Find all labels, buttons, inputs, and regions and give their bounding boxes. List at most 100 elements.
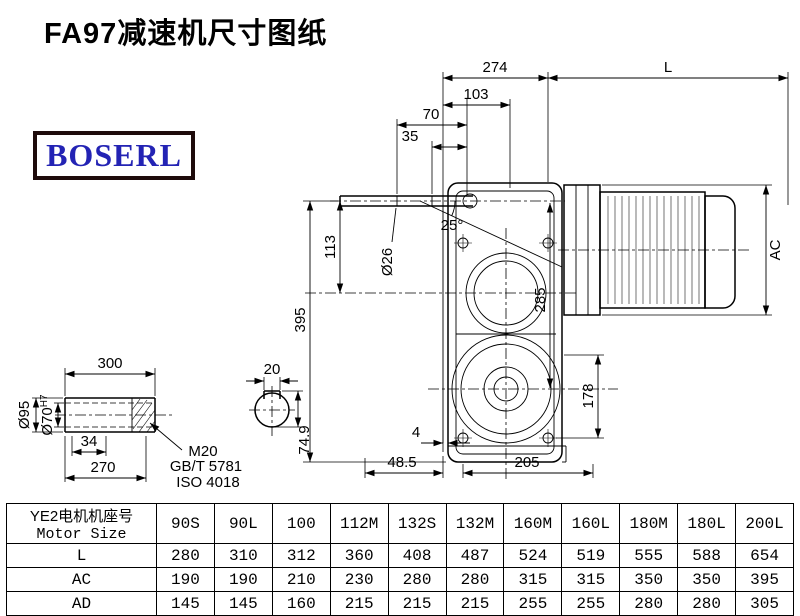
motor-size-header-en: Motor Size — [36, 525, 127, 543]
dim-AC: AC — [762, 185, 784, 315]
brand-logo: BOSERL — [33, 131, 195, 180]
dim-113-label: 113 — [322, 235, 339, 259]
motor — [563, 184, 736, 316]
dim-cell: 487 — [445, 543, 505, 568]
dim-35-label: 35 — [402, 128, 419, 145]
size-col-header: 160M — [503, 503, 563, 544]
dim-35: 35 — [402, 128, 467, 151]
bolt-hole — [539, 429, 557, 447]
dim-L: L — [548, 59, 788, 82]
dim-74-9: 74.9 — [274, 390, 313, 455]
dim-cell: 215 — [329, 591, 389, 616]
dim-L-label: L — [664, 59, 672, 76]
dimension-drawing: 274 L 103 70 35 113 395 285 — [16, 59, 789, 491]
motor-size-header: YE2电机机座号 Motor Size — [6, 503, 157, 544]
dim-4-label: 4 — [412, 424, 420, 441]
dim-AC-label: AC — [767, 239, 784, 260]
dim-300: 300 — [64, 355, 156, 396]
dim-cell: 255 — [503, 591, 563, 616]
dim-cell: 555 — [619, 543, 679, 568]
dim-48-5-label: 48.5 — [387, 454, 416, 471]
size-col-header: 160L — [561, 503, 621, 544]
extension-lines — [303, 72, 789, 478]
size-col-header: 112M — [329, 503, 389, 544]
dim-cell: 305 — [735, 591, 794, 616]
thread-callout-gbt: GB/T 5781 — [170, 458, 242, 475]
dim-cell: 255 — [561, 591, 621, 616]
dim-270-label: 270 — [90, 459, 115, 476]
table-row-AD: AD 145 145 160 215 215 215 255 255 280 2… — [6, 591, 794, 616]
thread-callout: M20 GB/T 5781 ISO 4018 — [149, 422, 242, 491]
size-col-header: 132M — [445, 503, 505, 544]
size-col-header: 180M — [619, 503, 679, 544]
hollow-shaft-detail: 300 34 270 Ø95 — [16, 355, 242, 491]
dim-o70h7: Ø70H7 — [39, 394, 64, 436]
bolt-hole — [454, 429, 472, 447]
dim-70: 70 — [397, 106, 467, 129]
dim-34-label: 34 — [81, 433, 98, 450]
dim-cell: 215 — [445, 591, 505, 616]
dim-cell: 312 — [271, 543, 331, 568]
row-label-AD: AD — [6, 591, 157, 616]
dim-395-label: 395 — [292, 307, 309, 332]
dimension-table: YE2电机机座号 Motor Size 90S 90L 100 112M 132… — [6, 503, 794, 616]
dim-48-5: 48.5 — [365, 454, 443, 477]
bolt-hole — [454, 234, 472, 252]
dim-cell: 360 — [329, 543, 389, 568]
dim-cell: 315 — [503, 567, 563, 592]
dim-395: 395 — [292, 201, 314, 462]
dim-cell: 190 — [213, 567, 273, 592]
table-row-AC: AC 190 190 210 230 280 280 315 315 350 3… — [6, 567, 794, 592]
fan-cowl — [704, 195, 736, 309]
dim-cell: 395 — [735, 567, 794, 592]
dim-shaft-diameter: Ø26 — [379, 207, 397, 276]
dim-cell: 280 — [619, 591, 679, 616]
brand-logo-text: BOSERL — [46, 137, 182, 173]
bore-section-detail: 20 74.9 — [246, 361, 313, 455]
dim-cell: 408 — [387, 543, 447, 568]
dim-113: 113 — [322, 201, 344, 293]
dim-cell: 190 — [156, 567, 215, 592]
dim-300-label: 300 — [97, 355, 122, 372]
dim-285-label: 285 — [532, 287, 549, 312]
dim-274: 274 — [443, 59, 548, 82]
dim-178-label: 178 — [580, 383, 597, 408]
dim-cell: 145 — [156, 591, 215, 616]
dim-cell: 280 — [387, 567, 447, 592]
dim-103-label: 103 — [463, 86, 488, 103]
size-col-header: 180L — [677, 503, 737, 544]
dim-270: 270 — [64, 436, 147, 482]
centerlines — [305, 200, 750, 480]
dim-cell: 230 — [329, 567, 389, 592]
dim-cell: 519 — [561, 543, 621, 568]
dim-4: 4 — [412, 424, 470, 447]
dim-o95: Ø95 — [16, 397, 63, 433]
dim-cell: 210 — [271, 567, 331, 592]
dim-285: 285 — [532, 203, 554, 388]
dim-cell: 280 — [445, 567, 505, 592]
size-col-header: 90L — [213, 503, 273, 544]
table-row-L: L 280 310 312 360 408 487 524 519 555 58… — [6, 543, 794, 568]
page-title: FA97减速机尺寸图纸 — [44, 18, 328, 50]
dim-103: 103 — [443, 86, 510, 109]
dim-cell: 315 — [561, 567, 621, 592]
motor-fins — [607, 196, 700, 304]
dim-cell: 160 — [271, 591, 331, 616]
dim-20: 20 — [246, 361, 298, 390]
size-col-header: 90S — [156, 503, 215, 544]
dim-cell: 145 — [213, 591, 273, 616]
thread-callout-m20: M20 — [188, 443, 217, 460]
size-col-header: 100 — [271, 503, 331, 544]
dim-cell: 280 — [156, 543, 215, 568]
dim-cell: 215 — [387, 591, 447, 616]
thread-hatch — [131, 398, 156, 433]
dim-cell: 310 — [213, 543, 273, 568]
row-label-AC: AC — [6, 567, 157, 592]
angle-25-label: 25° — [441, 217, 464, 234]
dim-205: 205 — [463, 454, 593, 477]
angle-25: 25° — [419, 200, 563, 268]
dim-o95-label: Ø95 — [16, 401, 33, 429]
dim-205-label: 205 — [514, 454, 539, 471]
dim-274-label: 274 — [482, 59, 507, 76]
